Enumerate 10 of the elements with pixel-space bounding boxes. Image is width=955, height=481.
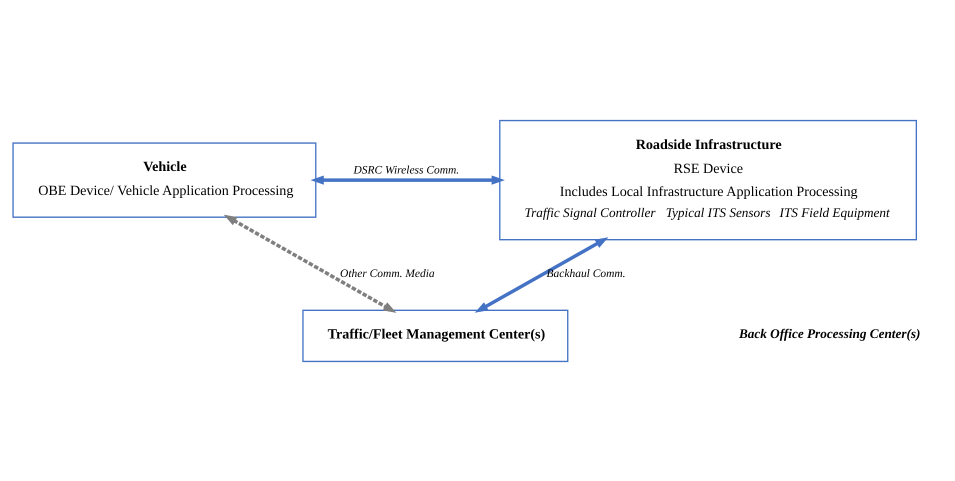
node-box: Traffic/Fleet Management Center(s) [302,309,568,362]
arrow [474,236,608,312]
edge-label: DSRC Wireless Comm. [354,164,460,176]
label: Back Office Processing Center(s) [738,326,920,341]
edge-label: Other Comm. Media [340,268,435,280]
node-box: Vehicle OBE Device/ Vehicle Application Processing [12,142,316,218]
arrow [310,174,505,184]
edge-label: Backhaul Comm. [546,268,626,280]
node-box: Roadside Infrastructure RSE Device Includes Local Infrastructure Application Processing Traffic Signal Controller Typical ITS Sensors ITS Field Equipment [499,119,918,240]
arrow [224,214,396,312]
